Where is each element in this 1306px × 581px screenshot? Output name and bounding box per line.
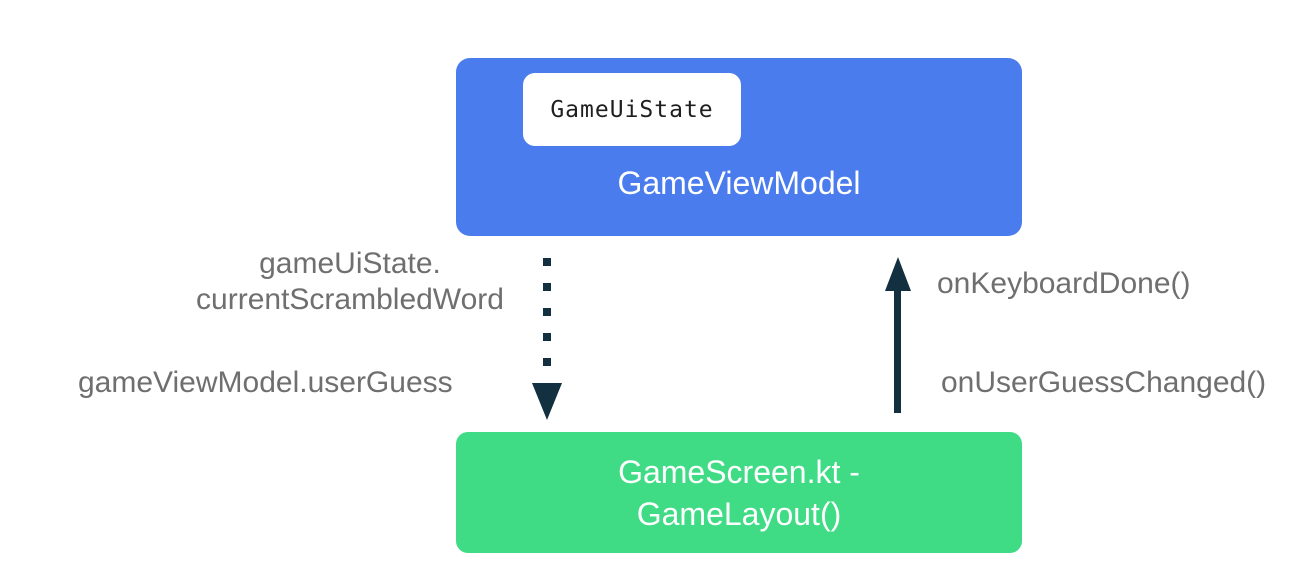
state-flow-arrow	[531, 258, 562, 420]
event-label-on-keyboard-done: onKeyboardDone()	[937, 267, 1191, 300]
arrow-down-head	[531, 383, 562, 420]
event-flow-arrow	[884, 257, 911, 413]
arrow-up-head	[884, 257, 911, 291]
state-flow-label-scrambled-word: gameUiState. currentScrambledWord	[196, 247, 504, 316]
state-flow-label-user-guess: gameViewModel.userGuess	[78, 366, 453, 399]
dotted-arrow-dot	[542, 333, 551, 341]
dotted-arrow-dot	[542, 283, 551, 291]
dotted-arrow-dot	[542, 308, 551, 316]
gamescreen-label: GameScreen.kt - GameLayout()	[618, 453, 860, 532]
dotted-arrow-dot	[542, 258, 551, 266]
dotted-arrow-dot	[542, 358, 551, 366]
gameuistate-badge: GameUiState	[523, 73, 741, 146]
gameviewmodel-label: GameViewModel	[617, 165, 861, 201]
event-label-on-user-guess-changed: onUserGuessChanged()	[941, 366, 1267, 399]
gameviewmodel-box: GameUiState GameViewModel	[456, 58, 1022, 236]
gameuistate-badge-label: GameUiState	[550, 96, 714, 123]
gamescreen-box: GameScreen.kt - GameLayout()	[456, 432, 1022, 553]
arrow-up-shaft	[894, 291, 901, 413]
